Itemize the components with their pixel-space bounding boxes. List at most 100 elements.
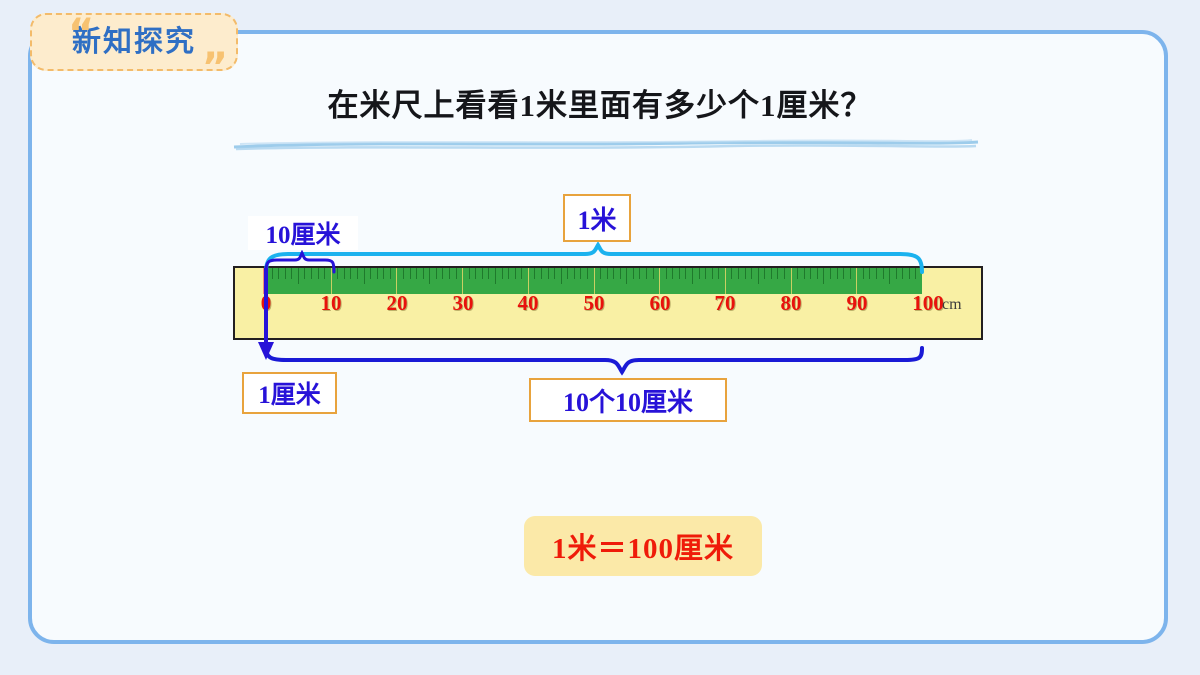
ruler-tick (849, 268, 851, 279)
ruler-tick (350, 268, 352, 279)
ruler-tick (639, 268, 641, 279)
ruler-tick (343, 268, 345, 279)
ruler-tick-label: 100 (912, 291, 944, 315)
ruler-tick (613, 268, 615, 279)
ruler-tick (619, 268, 621, 279)
ruler-tick (692, 268, 694, 284)
ruler-tick (790, 268, 792, 294)
ruler-tick (646, 268, 648, 279)
ruler-tick-label: 60 (649, 291, 671, 315)
ruler-tick (547, 268, 549, 279)
section-tag-label: 新知探究 (71, 23, 196, 58)
ruler-tick (744, 268, 746, 279)
ruler-tick (304, 268, 306, 279)
ruler-tick-label: 20 (386, 291, 408, 315)
ruler-tick (402, 268, 404, 279)
ruler-tick (422, 268, 424, 279)
ruler-tick (330, 268, 332, 294)
ruler-tick (580, 268, 582, 279)
conclusion-box: 1米＝100厘米 (524, 516, 762, 576)
ruler-tick-label: 0 (260, 291, 272, 315)
ruler-tick (494, 268, 496, 284)
ruler-tick (784, 268, 786, 279)
quote-close-icon: ” (201, 45, 228, 91)
ruler-tick (757, 268, 759, 284)
ruler-tick (567, 268, 569, 279)
ruler-tick (915, 268, 917, 279)
ruler-tick (435, 268, 437, 279)
ruler-tick (600, 268, 602, 279)
ruler-tick (731, 268, 733, 279)
ruler-tick (383, 268, 385, 279)
ruler-tick (448, 268, 450, 279)
ruler-tick (606, 268, 608, 279)
ruler-unit-label: cm (942, 296, 962, 313)
ruler-tick (514, 268, 516, 279)
ruler-tick (724, 268, 726, 294)
ruler-tick (797, 268, 799, 279)
ruler-tick (770, 268, 772, 279)
ruler-tick (652, 268, 654, 279)
ruler-tick (718, 268, 720, 279)
ruler-tick (889, 268, 891, 284)
ruler-tick (876, 268, 877, 279)
ruler-tick (659, 268, 661, 294)
ruler-tick (324, 268, 326, 279)
ruler-tick (902, 268, 904, 279)
section-tag: “ 新知探究 ” (30, 11, 238, 91)
ruler-tick (488, 268, 490, 279)
ruler-tick (764, 268, 766, 279)
ruler-tick (738, 268, 740, 279)
ruler-tick (278, 268, 280, 279)
ruler-tick (678, 268, 680, 279)
ruler-tick (705, 268, 707, 279)
ruler-tick (409, 268, 411, 279)
ruler-tick (370, 268, 372, 279)
ruler-tick-label: 90 (846, 291, 868, 315)
ruler-tick (869, 268, 871, 279)
ruler-tick (810, 268, 812, 279)
page-title: 在米尺上看看1米里面有多少个1厘米？ (327, 88, 873, 123)
ruler-tick (882, 268, 884, 279)
ruler-tick (297, 268, 299, 284)
title-underline (233, 139, 979, 151)
ruler-tick (442, 268, 444, 279)
ruler-tick-label: 80 (780, 291, 802, 315)
callout-one-meter: 1米 (563, 194, 631, 242)
ruler-tick (830, 268, 832, 279)
ruler-tick (751, 268, 753, 279)
callout-ten-cm: 10厘米 (248, 216, 358, 250)
ruler-tick (632, 268, 634, 279)
ruler-tick-label: 30 (452, 291, 474, 315)
ruler-tick (823, 268, 825, 284)
callout-one-cm: 1厘米 (242, 372, 337, 414)
ruler-tick (475, 268, 477, 279)
ruler-tick (777, 268, 779, 279)
ruler-tick (540, 268, 542, 279)
ruler-tick-label: 70 (714, 291, 736, 315)
ruler-tick (672, 268, 674, 279)
ruler-tick (698, 268, 700, 279)
ruler-tick (317, 268, 319, 279)
ruler-tick (356, 268, 358, 279)
ruler-tick (291, 268, 293, 279)
ruler-tick (665, 268, 667, 279)
ruler-tick (593, 268, 595, 294)
ruler-tick (337, 268, 339, 279)
ruler-tick-label: 10 (320, 291, 342, 315)
ruler-tick (389, 268, 391, 279)
ruler-tick (908, 268, 910, 279)
ruler-tick-label: 50 (583, 291, 605, 315)
ruler-tick (271, 268, 273, 279)
ruler-tick (521, 268, 523, 279)
ruler-tick (711, 268, 713, 279)
ruler-tick (895, 268, 897, 279)
quote-open-icon: “ (68, 11, 95, 57)
ruler-tick (573, 268, 575, 279)
ruler-tick (534, 268, 536, 279)
ruler-tick (310, 268, 312, 279)
ruler-tick (862, 268, 864, 279)
ruler-tick (508, 268, 510, 279)
callout-ten-by-ten: 10个10厘米 (529, 378, 727, 422)
ruler-tick (429, 268, 431, 284)
